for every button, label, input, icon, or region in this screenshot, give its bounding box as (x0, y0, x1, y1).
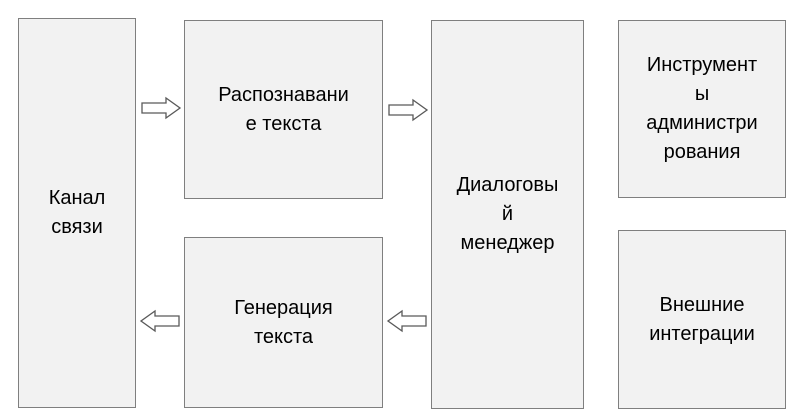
arrow-right-icon (388, 98, 429, 122)
text-recognition-block: Распознавани е текста (184, 20, 383, 199)
channel-block: Канал связи (18, 18, 136, 408)
text-generation-block: Генерация текста (184, 237, 383, 408)
arrow-left-icon (139, 309, 180, 333)
arrow-right-icon (141, 96, 182, 120)
admin-tools-label: Инструмент ы администри рования (646, 54, 758, 163)
channel-label: Канал связи (48, 187, 106, 238)
dialog-manager-block: Диалоговы й менеджер (431, 20, 584, 409)
arrow-left-icon (386, 309, 427, 333)
external-integrations-block: Внешние интеграции (618, 230, 786, 409)
dialog-manager-label: Диалоговы й менеджер (456, 174, 559, 254)
text-generation-label: Генерация текста (234, 296, 333, 348)
external-integrations-label: Внешние интеграции (649, 293, 755, 345)
admin-tools-block: Инструмент ы администри рования (618, 20, 786, 198)
text-recognition-label: Распознавани е текста (218, 83, 349, 135)
